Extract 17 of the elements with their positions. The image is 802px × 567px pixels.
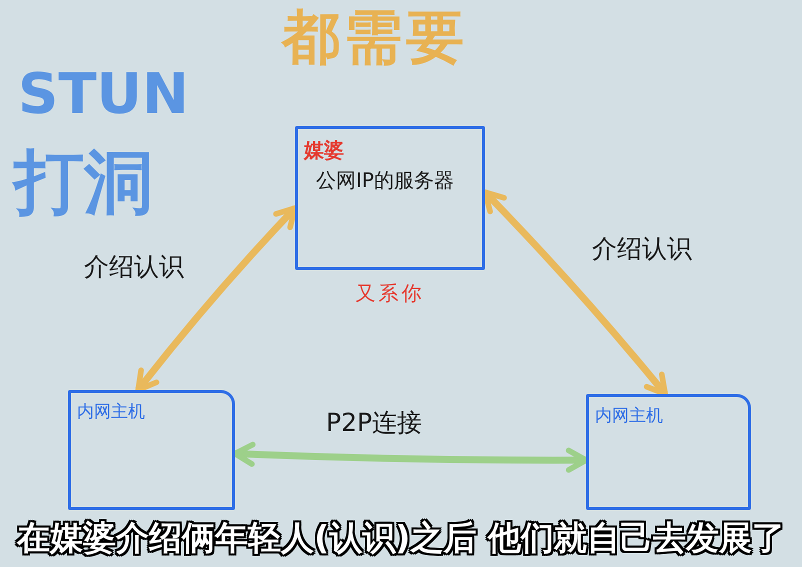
double-arrow xyxy=(232,442,589,473)
edge-label: 介绍认识 xyxy=(84,252,184,282)
box-heading: 内网主机 xyxy=(595,405,663,428)
double-arrow xyxy=(135,205,298,393)
box-heading: 内网主机 xyxy=(77,401,145,424)
box-heading: 媒婆 xyxy=(304,137,344,163)
host-box xyxy=(68,390,235,510)
title: 都需要 xyxy=(282,4,468,71)
edge-label: 介绍认识 xyxy=(592,234,692,264)
box-caption: 又系你 xyxy=(356,281,424,305)
box-text: 公网IP的服务器 xyxy=(316,167,454,193)
host-box xyxy=(586,394,751,510)
subtitle: 在媒婆介绍俩年轻人(认识)之后 他们就自己去发展了 xyxy=(17,520,785,556)
double-arrow xyxy=(482,189,668,397)
side-note: 打洞 xyxy=(14,146,154,220)
edge-label: P2P连接 xyxy=(326,408,422,438)
side-note: STUN xyxy=(18,66,189,125)
